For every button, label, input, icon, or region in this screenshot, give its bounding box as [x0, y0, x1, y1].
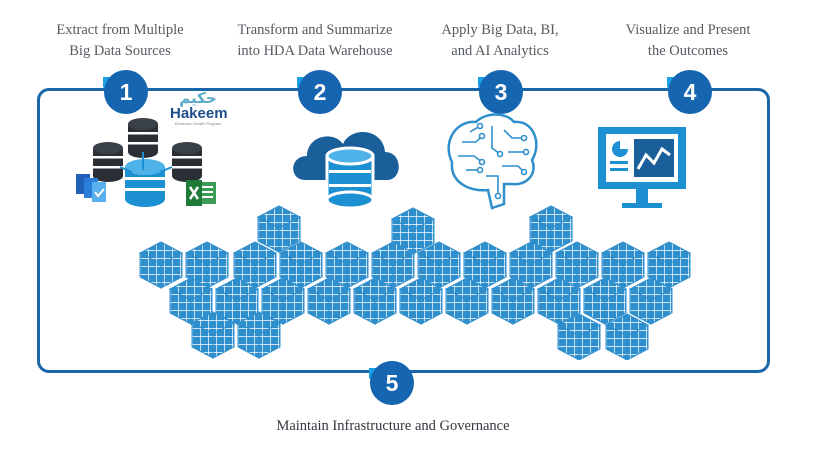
- step-1-badge: 1: [103, 69, 149, 115]
- step-5-badge: 5: [369, 360, 415, 406]
- step-2-badge: 2: [297, 69, 343, 115]
- cube-cluster-icon: [139, 205, 691, 360]
- monitor-chart-icon: [598, 127, 686, 208]
- step-2-number: 2: [313, 79, 327, 105]
- brain-circuit-icon: [447, 113, 538, 210]
- document-files-icon: [76, 174, 106, 202]
- cube-icon: [257, 205, 301, 253]
- step-4-title: Visualize and Present the Outcomes: [625, 22, 751, 59]
- cube-icon: [605, 313, 649, 360]
- hakeem-logo: حكيم Hakeem Electronic Health Program: [170, 90, 228, 126]
- step-3-title: Apply Big Data, BI, and AI Analytics: [441, 22, 559, 59]
- cloud-database-icon: [293, 132, 399, 210]
- cube-icon: [139, 241, 183, 289]
- database-cluster-icon: [93, 118, 202, 207]
- step-3-badge: 3: [478, 69, 524, 115]
- step-4-badge: 4: [667, 69, 713, 115]
- excel-icon: [186, 180, 216, 206]
- step-5-number: 5: [385, 370, 399, 396]
- step-3-number: 3: [494, 79, 508, 105]
- step-5-title: Maintain Infrastructure and Governance: [276, 418, 510, 434]
- step-2-title: Transform and Summarize into HDA Data Wa…: [237, 22, 393, 59]
- step-4-number: 4: [683, 79, 697, 105]
- step-1-number: 1: [119, 79, 133, 105]
- step-1-title: Extract from Multiple Big Data Sources: [56, 22, 184, 59]
